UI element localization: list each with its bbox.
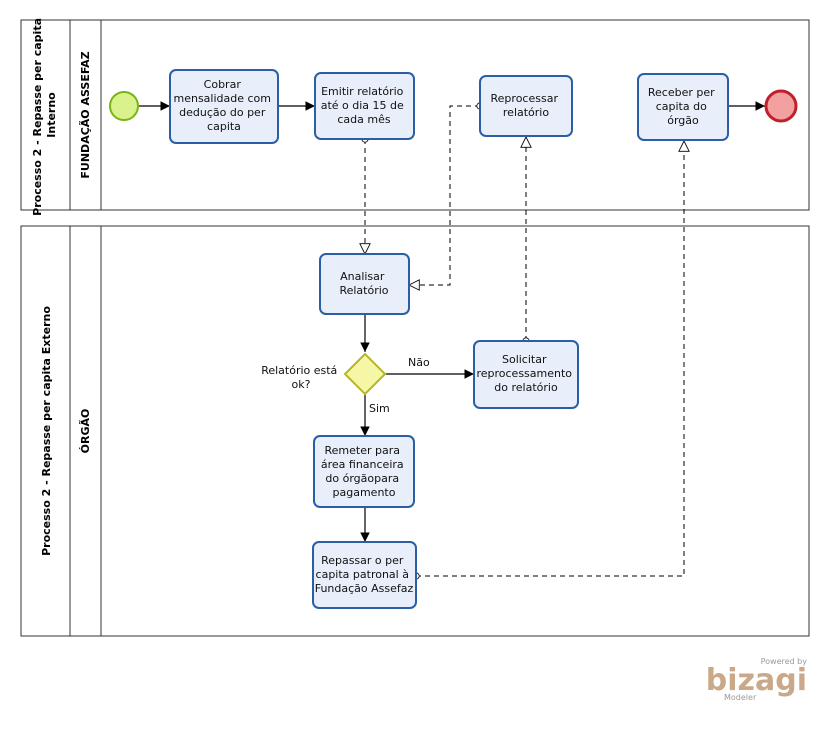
svg-text:Reprocessar relatório: Reprocessar relatório: [491, 92, 562, 119]
svg-text:Emitir relatório até o d: Emitir relatório até o dia 15 de cada mê…: [321, 85, 408, 126]
powered-by-text: Powered by: [761, 657, 808, 666]
sequence-flows: [139, 101, 765, 542]
bizagi-logo: bizagi: [706, 663, 807, 698]
task-emitir: Emitir relatório até o dia 15 de cada mê…: [314, 72, 415, 140]
lane-fundacao-assefaz-label: FUNDAÇÃO ASSEFAZ: [79, 51, 92, 178]
svg-text:Remeter para área financ: Remeter para área financeira do órgãopar…: [321, 444, 407, 499]
task-solicitar: Solicitar reprocessamento do relatório: [473, 340, 579, 409]
gateway-no-label: Não: [408, 356, 430, 369]
task-repassar: Repassar o per capita patronal à Fundaçã…: [312, 541, 417, 609]
gateway-relatorio-ok: [343, 352, 387, 396]
pool-externo-label: Processo 2 - Repasse per capita Externo: [40, 306, 53, 556]
task-analisar: Analisar Relatório: [319, 253, 410, 315]
task-cobrar: Cobrar mensalidade com dedução do per ca…: [169, 69, 279, 144]
end-event: [764, 89, 798, 123]
svg-text:Cobrar mensalidade com: Cobrar mensalidade com dedução do per ca…: [173, 78, 274, 133]
msg-repassar-to-receber: [416, 141, 684, 576]
task-reprocessar: Reprocessar relatório: [479, 75, 573, 137]
task-receber: Receber per capita do órgão: [637, 73, 729, 141]
svg-text:Repassar o per capita pa: Repassar o per capita patronal à Fundaçã…: [315, 554, 414, 595]
lane-orgao-label: ÓRGÃO: [79, 409, 92, 454]
pool-interno-label: Processo 2 - Repasse per capita Interno: [31, 14, 58, 216]
gateway-yes-label: Sim: [369, 402, 390, 415]
task-remeter: Remeter para área financeira do órgãopar…: [313, 435, 415, 508]
modeler-text: Modeler: [724, 693, 757, 702]
svg-text:Receber per capita do: Receber per capita do órgão: [648, 86, 718, 127]
svg-text:Solicitar reprocessament: Solicitar reprocessamento do relatório: [476, 353, 575, 394]
start-event: [109, 91, 139, 121]
bizagi-branding: Powered by bizagi Modeler: [706, 657, 807, 702]
svg-text:Analisar Relatório: Analisar Relatório: [339, 270, 388, 297]
message-flows: [365, 106, 684, 576]
gateway-label: Relatório está ok?: [261, 364, 341, 391]
